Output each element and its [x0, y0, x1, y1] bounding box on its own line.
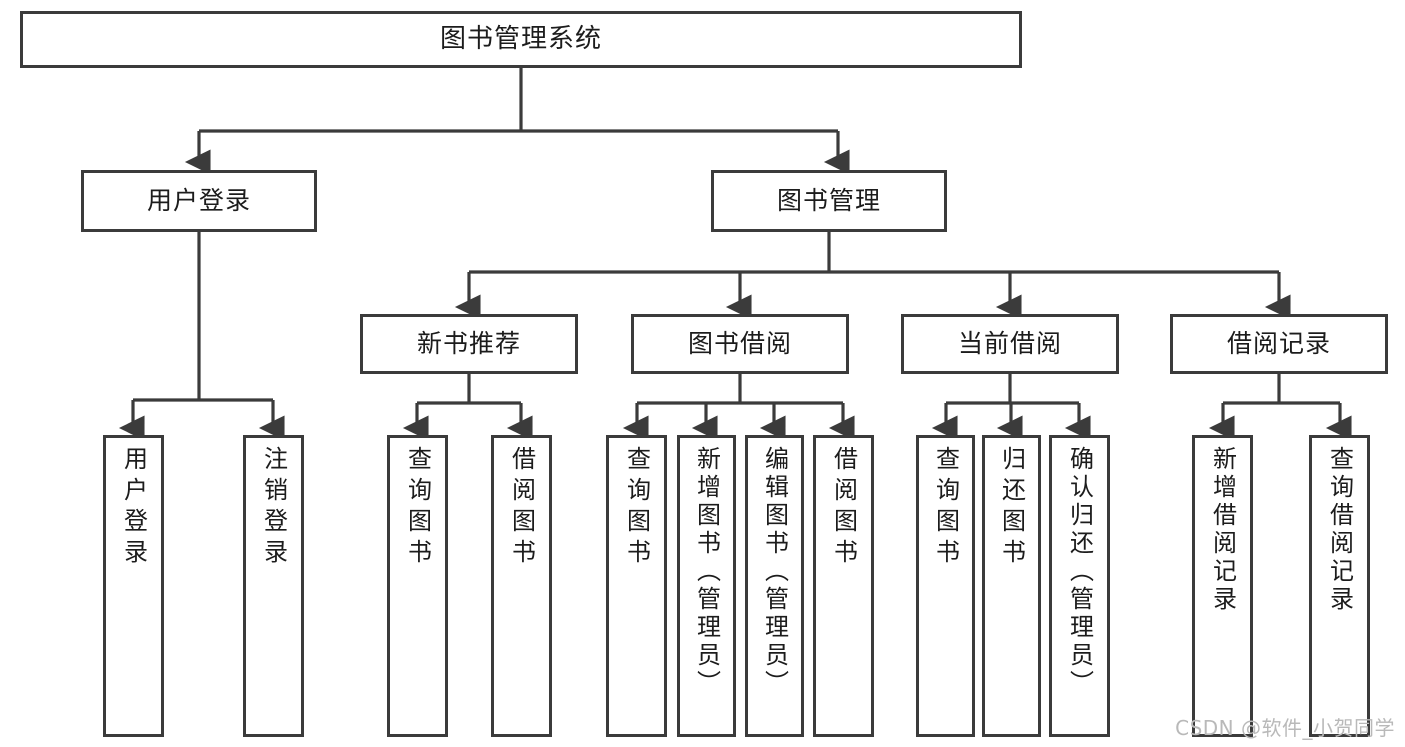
node-leaf-query-record-label: 查询借阅记录: [1325, 446, 1354, 614]
node-leaf-return-book[interactable]: 归还图书: [982, 435, 1041, 737]
node-leaf-add-book-label: 新增图书（管理员）: [692, 446, 721, 698]
node-leaf-logout[interactable]: 注销登录: [243, 435, 304, 737]
watermark: CSDN @软件_小贺同学: [1175, 716, 1395, 740]
node-current-borrow-label: 当前借阅: [957, 328, 1062, 358]
node-new-book-recommend[interactable]: 新书推荐: [360, 314, 578, 374]
node-borrow-record-label: 借阅记录: [1226, 328, 1331, 358]
node-borrow-record[interactable]: 借阅记录: [1170, 314, 1388, 374]
node-leaf-user-login[interactable]: 用户登录: [103, 435, 164, 737]
node-leaf-edit-book-label: 编辑图书（管理员）: [760, 446, 789, 698]
node-root-label: 图书管理系统: [439, 23, 602, 54]
node-leaf-logout-label: 注销登录: [259, 446, 288, 570]
node-new-book-recommend-label: 新书推荐: [416, 328, 521, 358]
node-user-login[interactable]: 用户登录: [81, 170, 317, 232]
node-book-management-label: 图书管理: [776, 185, 881, 215]
node-leaf-borrow-book-2[interactable]: 借阅图书: [813, 435, 874, 737]
node-leaf-confirm-return-label: 确认归还（管理员）: [1065, 446, 1094, 698]
node-user-login-label: 用户登录: [146, 185, 251, 215]
node-book-management[interactable]: 图书管理: [711, 170, 947, 232]
node-leaf-query-book-3[interactable]: 查询图书: [916, 435, 975, 737]
node-leaf-query-book-2-label: 查询图书: [622, 446, 651, 570]
node-root[interactable]: 图书管理系统: [20, 11, 1022, 68]
node-leaf-borrow-book-1-label: 借阅图书: [507, 446, 536, 570]
node-leaf-edit-book[interactable]: 编辑图书（管理员）: [745, 435, 804, 737]
node-leaf-add-book[interactable]: 新增图书（管理员）: [677, 435, 736, 737]
node-current-borrow[interactable]: 当前借阅: [901, 314, 1119, 374]
node-leaf-return-book-label: 归还图书: [997, 446, 1026, 570]
node-leaf-query-book-3-label: 查询图书: [931, 446, 960, 570]
node-leaf-confirm-return[interactable]: 确认归还（管理员）: [1049, 435, 1110, 737]
node-leaf-add-record-label: 新增借阅记录: [1208, 446, 1237, 614]
node-book-borrow-label: 图书借阅: [687, 328, 792, 358]
node-leaf-borrow-book-2-label: 借阅图书: [829, 446, 858, 570]
node-leaf-add-record[interactable]: 新增借阅记录: [1192, 435, 1253, 737]
node-leaf-borrow-book-1[interactable]: 借阅图书: [491, 435, 552, 737]
node-leaf-user-login-label: 用户登录: [119, 446, 148, 570]
node-book-borrow[interactable]: 图书借阅: [631, 314, 849, 374]
node-leaf-query-book-1-label: 查询图书: [403, 446, 432, 570]
node-leaf-query-record[interactable]: 查询借阅记录: [1309, 435, 1370, 737]
node-leaf-query-book-2[interactable]: 查询图书: [606, 435, 667, 737]
node-leaf-query-book-1[interactable]: 查询图书: [387, 435, 448, 737]
